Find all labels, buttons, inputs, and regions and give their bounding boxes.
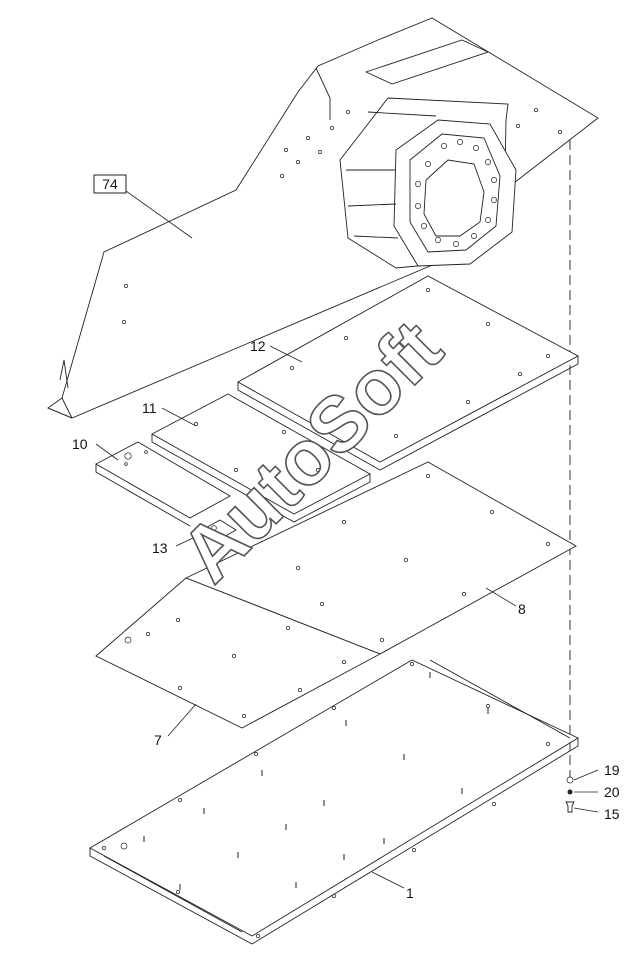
fastener-stack xyxy=(565,776,575,813)
callout-19: 19 xyxy=(604,762,620,778)
callout-7: 7 xyxy=(154,732,162,748)
leader-lines xyxy=(95,190,599,889)
drum-housing xyxy=(339,97,517,269)
drum-bolt-circle xyxy=(415,139,497,247)
callout-74: 74 xyxy=(102,176,118,192)
callout-20: 20 xyxy=(604,784,620,800)
plate-8 xyxy=(184,461,577,655)
callout-15: 15 xyxy=(604,806,620,822)
base-tray-1 xyxy=(89,659,579,945)
plate-7 xyxy=(95,577,382,729)
tray-fastener-marks xyxy=(143,672,489,890)
plate-11 xyxy=(151,393,371,523)
callout-10: 10 xyxy=(72,436,88,452)
callout-12: 12 xyxy=(250,338,266,354)
callout-1: 1 xyxy=(406,885,414,901)
callout-11: 11 xyxy=(142,400,157,416)
frame-holes xyxy=(122,108,562,324)
frame-part-74 xyxy=(47,17,599,419)
callout-74-box xyxy=(93,174,127,194)
plate-12 xyxy=(237,275,579,471)
plate-10 xyxy=(95,441,231,527)
callout-8: 8 xyxy=(518,601,526,617)
spacer-13 xyxy=(201,519,237,541)
callout-13: 13 xyxy=(152,540,168,556)
